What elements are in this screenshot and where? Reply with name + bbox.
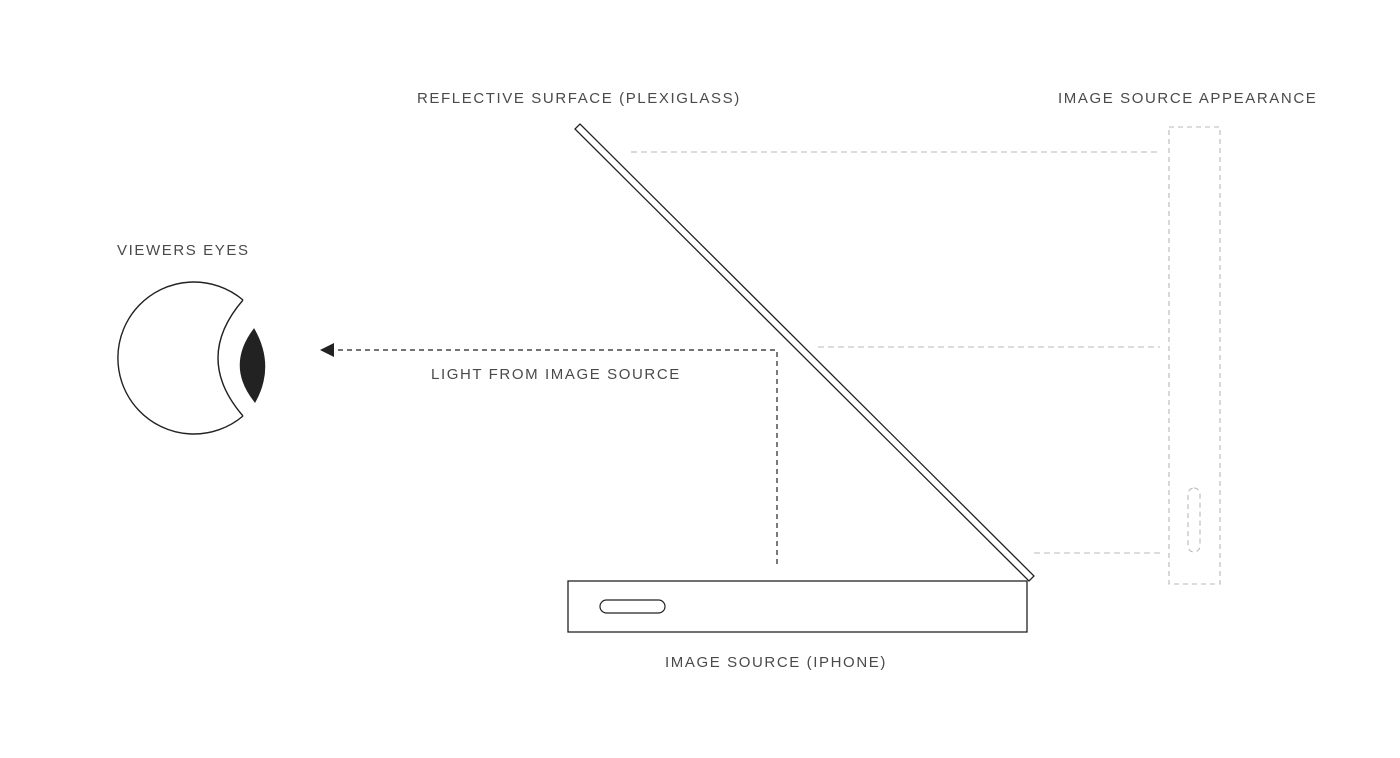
arrowhead-left-icon	[320, 343, 334, 357]
image-source-label: IMAGE SOURCE (IPHONE)	[665, 654, 887, 671]
eyeball-outline	[117, 281, 244, 435]
eye-lens-outline	[217, 299, 244, 417]
reflective-surface-plate	[574, 123, 1035, 582]
image-source-phone	[567, 580, 1028, 633]
image-source-appearance-label: IMAGE SOURCE APPEARANCE	[1058, 90, 1318, 107]
virtual-phone-body	[1168, 126, 1221, 585]
viewer-eye-icon	[117, 281, 266, 435]
viewers-eyes-label: VIEWERS EYES	[117, 242, 250, 259]
virtual-phone-home-button	[1187, 487, 1201, 553]
reflective-surface-label: REFLECTIVE SURFACE (PLEXIGLASS)	[417, 90, 741, 107]
phone-body	[567, 580, 1028, 633]
eye-pupil	[239, 328, 266, 403]
light-from-image-source-label: LIGHT FROM IMAGE SOURCE	[431, 366, 681, 383]
projection-guides	[631, 151, 1160, 554]
phone-home-button	[599, 599, 666, 614]
light-path-arrow	[320, 343, 778, 564]
image-source-appearance	[1168, 126, 1221, 585]
